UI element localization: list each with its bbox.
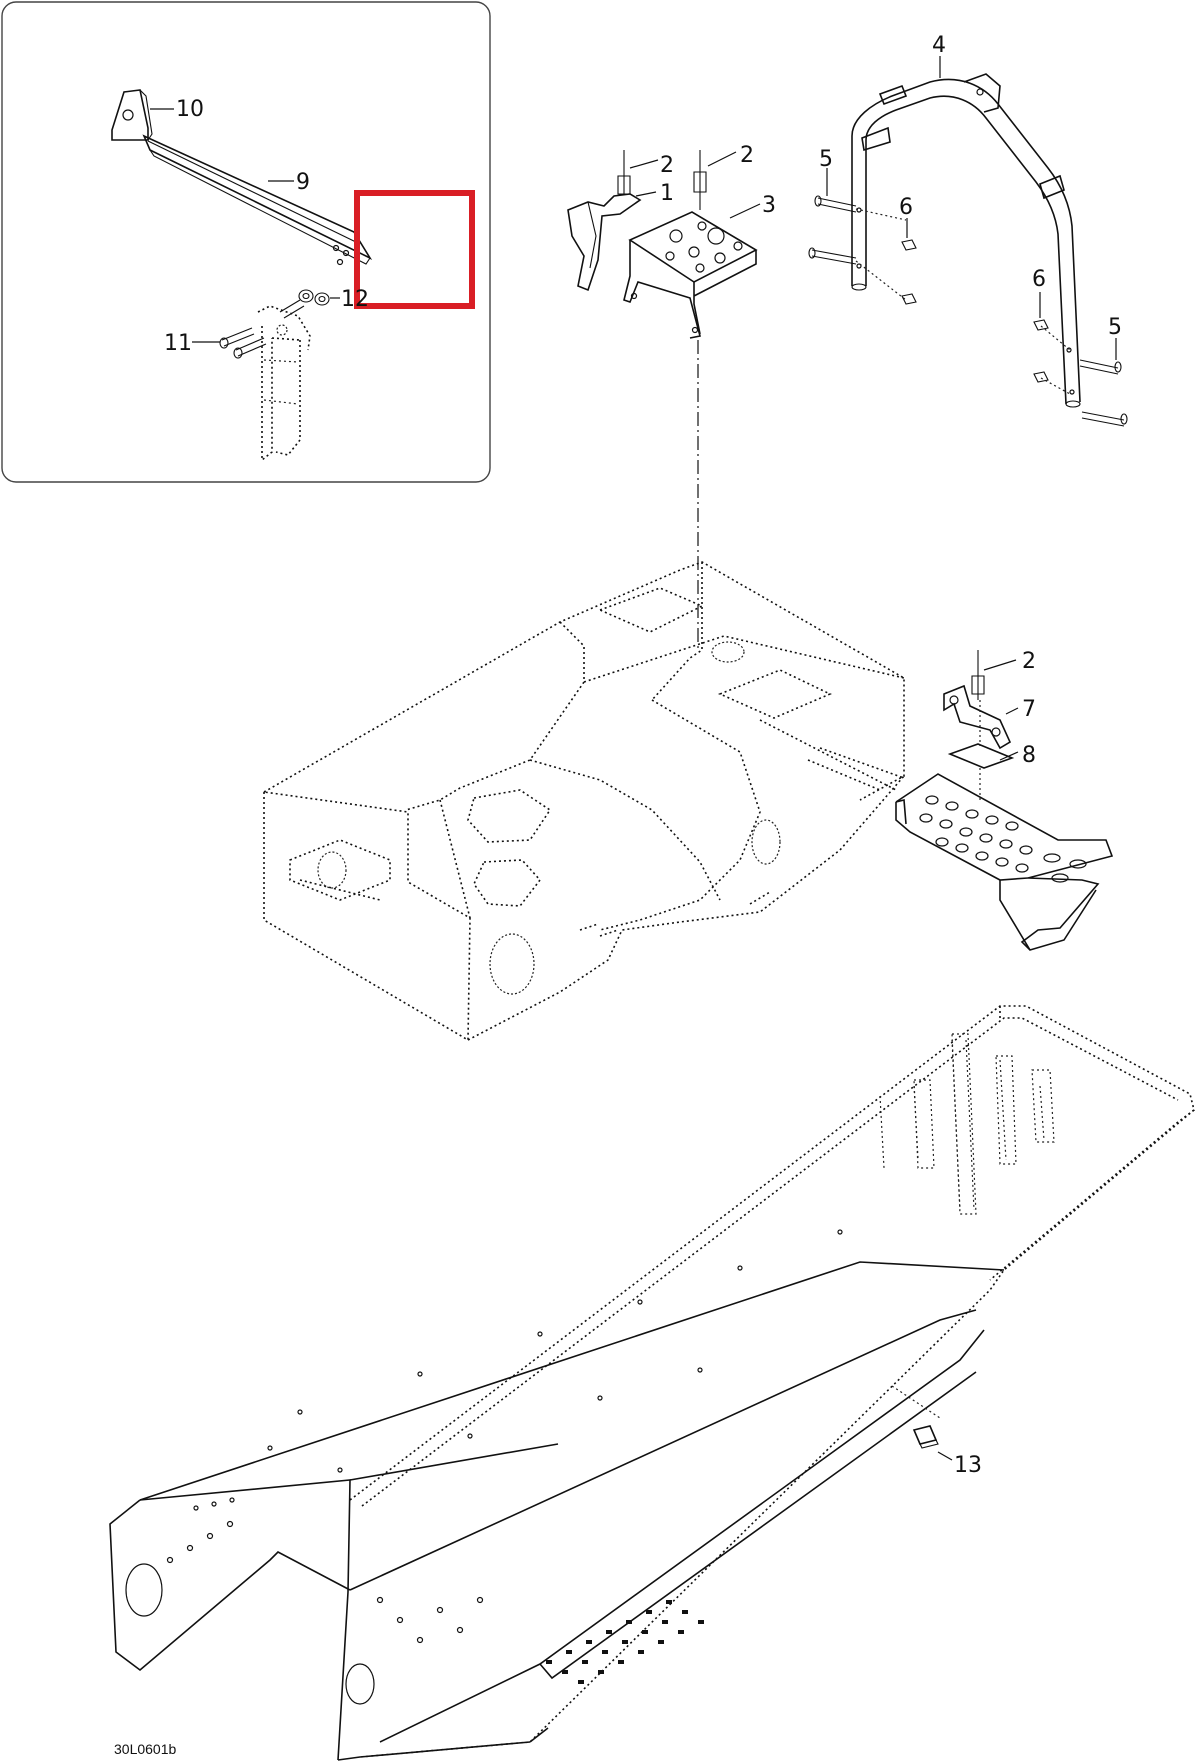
callout-9: 9 (296, 170, 310, 195)
tunnel-body (109, 1005, 1195, 1761)
callout-6a: 6 (899, 195, 913, 220)
inset-support-post (257, 305, 311, 462)
part-2-rivet-c (971, 650, 985, 700)
part-6-nuts-left (901, 239, 917, 305)
callout-5b: 5 (1108, 315, 1122, 340)
part-2-rivet-a (617, 150, 631, 195)
callout-2c: 2 (1022, 649, 1036, 674)
callout-4: 4 (932, 33, 946, 58)
footrest-guide-line (759, 719, 897, 791)
part-3-plate (623, 211, 758, 339)
part-5-bolts-left (808, 195, 907, 301)
part-11-bolts (219, 327, 267, 359)
footrest-holes (919, 795, 1087, 883)
callout-10: 10 (176, 97, 204, 122)
callout-1: 1 (660, 181, 674, 206)
callout-8: 8 (1022, 743, 1036, 768)
part-4-hoop (851, 73, 1081, 408)
part-5-bolts-right (1079, 359, 1128, 427)
leader-7 (1005, 707, 1019, 715)
part-8-shim (947, 700, 1015, 800)
footrest-plate (895, 773, 1114, 951)
chassis-frame (263, 561, 905, 1042)
leader-2c (983, 659, 1017, 671)
leader-3 (729, 203, 761, 219)
callout-2a: 2 (660, 153, 674, 178)
part-6-nuts-right (1033, 319, 1071, 395)
callout-3: 3 (762, 193, 776, 218)
tunnel-perforations (546, 1600, 704, 1684)
callout-7: 7 (1022, 697, 1036, 722)
part-2-rivet-b (693, 150, 707, 210)
tunnel-guide-line (891, 1385, 941, 1419)
leader-1 (635, 191, 657, 197)
callout-5a: 5 (819, 147, 833, 172)
leader-8 (999, 751, 1019, 761)
callout-6b: 6 (1032, 267, 1046, 292)
callout-12: 12 (341, 287, 369, 312)
tunnel-bolt-holes (166, 1229, 843, 1644)
drawing-code: 30L0601b (114, 1741, 177, 1757)
part-13-plug (912, 1425, 939, 1449)
callout-13: 13 (954, 1453, 982, 1478)
part-12-fasteners (279, 289, 330, 319)
highlight-box (354, 190, 475, 309)
callout-11: 11 (164, 331, 192, 356)
part-10-bracket (111, 89, 153, 141)
inset-frame (1, 1, 491, 483)
part-7-bracket (943, 684, 1012, 750)
callout-2b: 2 (740, 143, 754, 168)
part-1-clip (567, 193, 642, 292)
leader-13 (937, 1451, 953, 1461)
leader-2b (707, 151, 737, 167)
part-9-bar (142, 134, 373, 266)
leader-2a (629, 159, 659, 169)
